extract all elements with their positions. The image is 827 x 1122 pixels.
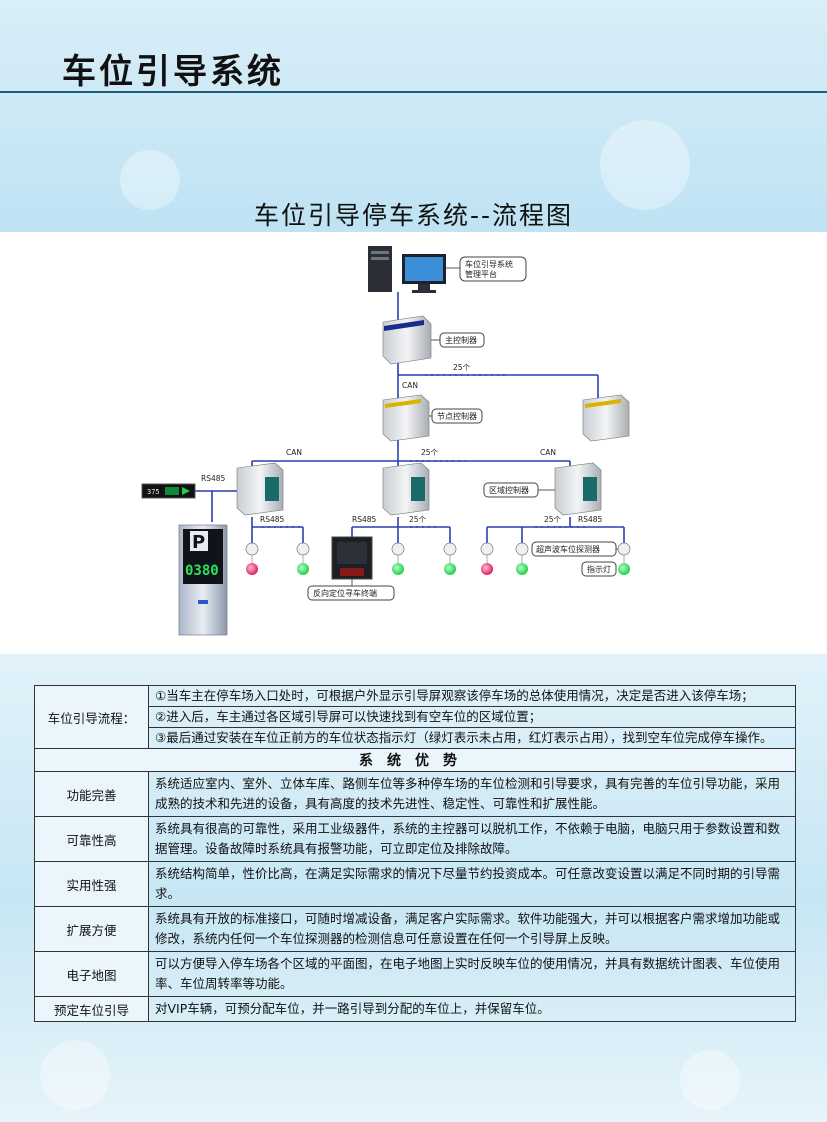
indicator-light-row: [246, 563, 630, 575]
count-label-mid-2: 25个: [409, 515, 427, 524]
green-indicator-light-icon: [297, 563, 309, 575]
can-label-right: CAN: [540, 448, 556, 457]
bokeh-decoration: [120, 150, 180, 210]
table-row: 扩展方便 系统具有开放的标准接口，可随时增减设备，满足客户实际需求。软件功能强大…: [34, 906, 796, 952]
parking-sign-count: 0380: [185, 563, 219, 579]
count-label-mid: 25个: [421, 448, 439, 457]
can-label-top: CAN: [402, 381, 418, 390]
ultrasonic-detector-icon: [296, 542, 310, 556]
count-label-top: 25个: [453, 363, 471, 372]
main-controller-label: 主控制器: [445, 335, 477, 345]
platform-label-line1: 车位引导系统: [465, 259, 513, 269]
advantage-name: 预定车位引导: [34, 996, 149, 1022]
page-title: 车位引导系统: [62, 52, 284, 92]
led-guide-text: 375: [147, 488, 160, 496]
advantage-text: 对VIP车辆，可预分配车位，并一路引导到分配的车位上，并保留车位。: [148, 996, 796, 1022]
node-controller-label: 节点控制器: [437, 411, 477, 421]
flow-step-1: ①当车主在停车场入口处时，可根据户外显示引导屏观察该停车场的总体使用情况，决定是…: [149, 686, 795, 707]
ultrasonic-detector-icon: [617, 542, 631, 556]
rs485-label-mid: RS485: [352, 515, 377, 524]
reverse-search-label: 反向定位寻车终端: [313, 588, 377, 598]
rs485-label-display: RS485: [201, 474, 226, 483]
can-label-left: CAN: [286, 448, 302, 457]
flow-header: 车位引导流程：: [34, 685, 149, 749]
flow-step-2: ②进入后，车主通过各区域引导屏可以快速找到有空车位的区域位置；: [149, 707, 795, 728]
ultrasonic-detector-icon: [515, 542, 529, 556]
advantage-name: 扩展方便: [34, 906, 149, 952]
green-indicator-light-icon: [618, 563, 630, 575]
zone-controller-box-left: [236, 462, 284, 516]
title-divider: [0, 91, 827, 93]
node-controller-box: [382, 394, 430, 442]
flow-diagram: 车位引导系统 管理平台 主控制器 CAN 25个 节点控制器 CAN 25个 C…: [141, 246, 631, 636]
advantage-text: 系统适应室内、室外、立体车库、路侧车位等多种停车场的车位检测和引导要求，具有完善…: [148, 771, 796, 817]
green-indicator-light-icon: [444, 563, 456, 575]
red-indicator-light-icon: [246, 563, 258, 575]
flow-steps: ①当车主在停车场入口处时，可根据户外显示引导屏观察该停车场的总体使用情况，决定是…: [148, 685, 796, 749]
section-title: 系统优势: [34, 748, 796, 772]
node-controller-box-2: [582, 394, 630, 442]
zone-controller-label: 区域控制器: [489, 485, 529, 495]
zone-controller-box-mid: [382, 462, 430, 516]
advantage-name: 实用性强: [34, 861, 149, 907]
advantage-name: 可靠性高: [34, 816, 149, 862]
green-indicator-light-icon: [516, 563, 528, 575]
advantage-name: 功能完善: [34, 771, 149, 817]
table-row: 可靠性高 系统具有很高的可靠性，采用工业级器件，系统的主控器可以脱机工作，不依赖…: [34, 816, 796, 862]
flow-step-3: ③最后通过安装在车位正前方的车位状态指示灯（绿灯表示未占用，红灯表示占用），找到…: [155, 730, 773, 745]
parking-sign-totem: P 0380: [178, 524, 228, 636]
table-row: 预定车位引导 对VIP车辆，可预分配车位，并一路引导到分配的车位上，并保留车位。: [34, 996, 796, 1022]
rs485-label-left: RS485: [260, 515, 285, 524]
table-row: 功能完善 系统适应室内、室外、立体车库、路侧车位等多种停车场的车位检测和引导要求…: [34, 771, 796, 817]
platform-label-line2: 管理平台: [465, 269, 497, 279]
ultrasonic-detector-icon: [391, 542, 405, 556]
dotted-continuation: [262, 374, 585, 528]
indicator-light-label: 指示灯: [587, 564, 611, 574]
parking-p-icon: P: [192, 532, 205, 553]
reverse-search-terminal: [331, 536, 373, 580]
advantage-text: 可以方便导入停车场各个区域的平面图，在电子地图上实时反映车位的使用情况，并具有数…: [148, 951, 796, 997]
main-controller-box: [382, 315, 432, 365]
detector-row: [245, 542, 631, 556]
ultrasonic-detector-icon: [480, 542, 494, 556]
flow-diagram-panel: 车位引导系统 管理平台 主控制器 CAN 25个 节点控制器 CAN 25个 C…: [0, 232, 827, 654]
section-title-row: 系统优势: [34, 748, 796, 772]
ultrasonic-detector-icon: [245, 542, 259, 556]
count-label-right: 25个: [544, 515, 562, 524]
advantage-text: 系统具有开放的标准接口，可随时增减设备，满足客户实际需求。软件功能强大，并可以根…: [148, 906, 796, 952]
diagram-title: 车位引导停车系统--流程图: [253, 201, 574, 230]
table-row: 电子地图 可以方便导入停车场各个区域的平面图，在电子地图上实时反映车位的使用情况…: [34, 951, 796, 997]
bokeh-decoration: [40, 1040, 110, 1110]
table-row: 实用性强 系统结构简单，性价比高，在满足实际需求的情况下尽量节约投资成本。可任意…: [34, 861, 796, 907]
advantage-name: 电子地图: [34, 951, 149, 997]
flow-row: 车位引导流程： ①当车主在停车场入口处时，可根据户外显示引导屏观察该停车场的总体…: [34, 685, 796, 749]
led-guide-display: 375: [141, 483, 196, 499]
ultrasonic-detector-icon: [443, 542, 457, 556]
detector-light-links: [251, 555, 625, 563]
bokeh-decoration: [600, 120, 690, 210]
info-table: 车位引导流程： ①当车主在停车场入口处时，可根据户外显示引导屏观察该停车场的总体…: [34, 685, 796, 1022]
zone-controller-box-right: [554, 462, 602, 516]
green-indicator-light-icon: [392, 563, 404, 575]
ultrasonic-detector-label: 超声波车位探测器: [536, 544, 600, 554]
red-indicator-light-icon: [481, 563, 493, 575]
advantage-text: 系统结构简单，性价比高，在满足实际需求的情况下尽量节约投资成本。可任意改变设置以…: [148, 861, 796, 907]
computer-icon: [368, 246, 446, 293]
rs485-label-right: RS485: [578, 515, 603, 524]
bokeh-decoration: [680, 1050, 740, 1110]
advantage-text: 系统具有很高的可靠性，采用工业级器件，系统的主控器可以脱机工作，不依赖于电脑，电…: [148, 816, 796, 862]
